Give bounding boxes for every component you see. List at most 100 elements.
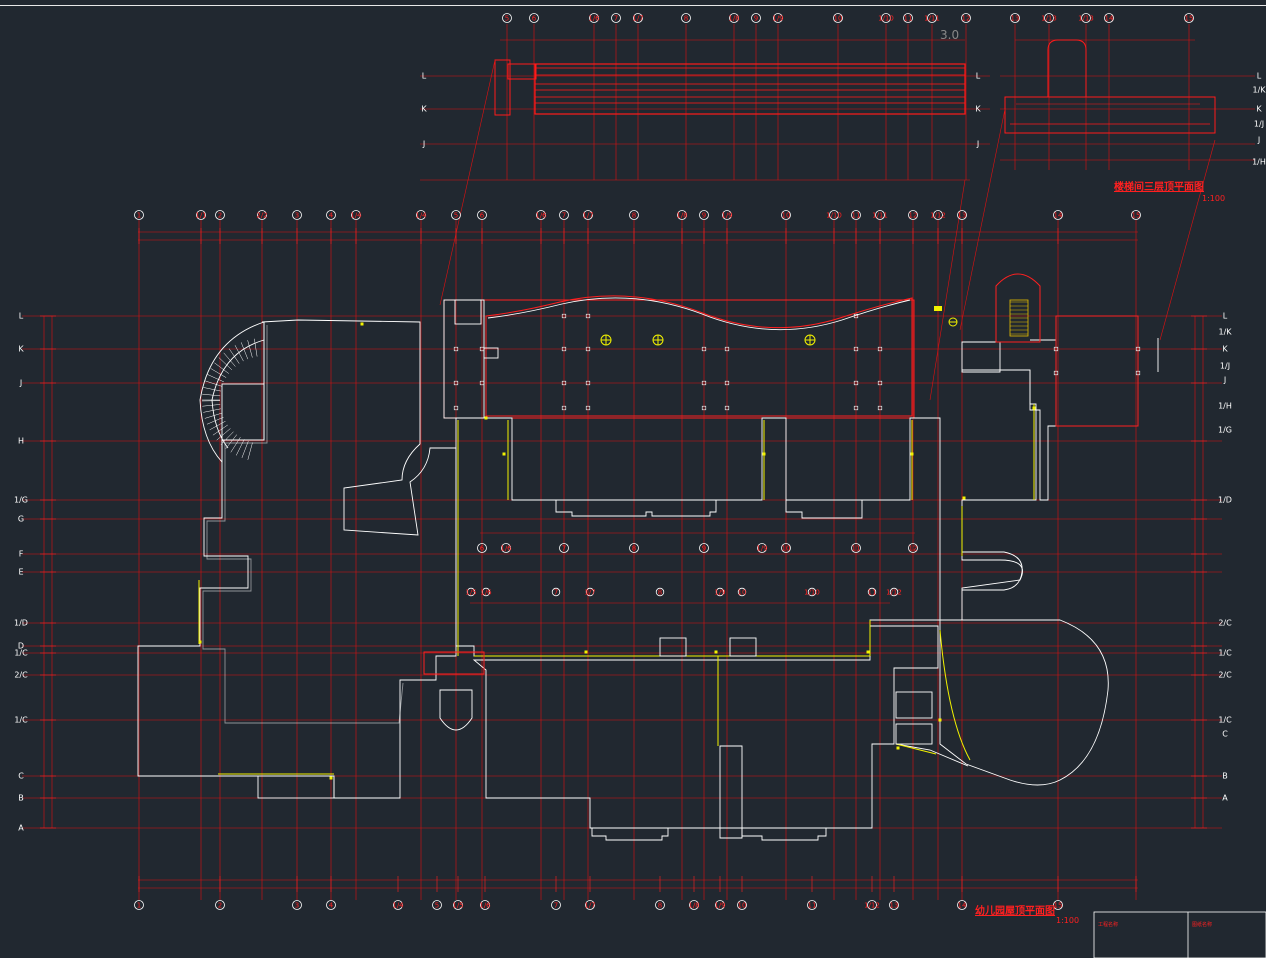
main-axis-bottom-10-label: 8 bbox=[658, 902, 662, 910]
main-axis-bottom-8: 7 bbox=[551, 900, 561, 910]
detail-axis-right-0-label: 13 bbox=[1011, 15, 1020, 23]
detail-row-mid-1: K bbox=[975, 105, 981, 114]
drain bbox=[484, 416, 488, 420]
detail-axis-right-2-label: 1/13 bbox=[1078, 15, 1094, 23]
detail-axis-top-8: 1/9 bbox=[772, 13, 784, 23]
detail-scale: 1:100 bbox=[1202, 194, 1225, 203]
mid-axis-9-label: 1/12 bbox=[886, 589, 902, 597]
main-axis-top-3: 2/2 bbox=[256, 210, 268, 220]
main-axis-bottom-15-label: 1/12 bbox=[864, 902, 880, 910]
drain bbox=[938, 718, 942, 722]
main-axis-top-15: 9 bbox=[699, 210, 709, 220]
column bbox=[561, 346, 567, 352]
mid-axis-3: 1/7 bbox=[584, 587, 596, 597]
detail-mark: 3.0 bbox=[940, 28, 959, 42]
main-axis-top-11-label: 7 bbox=[562, 212, 566, 220]
column bbox=[701, 405, 707, 411]
main-axis-bottom-16-label: 13 bbox=[890, 902, 899, 910]
row-left-6: F bbox=[19, 550, 24, 559]
main-axis-top-8: 5 bbox=[451, 210, 461, 220]
main-axis-top-20-label: 1/11 bbox=[872, 212, 888, 220]
mid-axis-0-label: 1/5 bbox=[465, 589, 476, 597]
row-right-8: 2/C bbox=[1218, 619, 1232, 628]
inner-axis-7-label: 11 bbox=[852, 545, 861, 553]
drain bbox=[866, 650, 870, 654]
mid-axis-5: 1/9 bbox=[714, 587, 726, 597]
stair-tread bbox=[220, 431, 234, 445]
main-axis-top-22-label: 1/12 bbox=[930, 212, 946, 220]
main-axis-top-25: 15 bbox=[1131, 210, 1141, 220]
stair-tread bbox=[241, 441, 249, 459]
main-axis-top-9-label: 6 bbox=[480, 212, 485, 220]
column bbox=[853, 313, 859, 319]
column bbox=[724, 346, 730, 352]
detail-axis-top-5-label: 8 bbox=[684, 15, 688, 23]
main-axis-top-0: 1 bbox=[134, 210, 144, 220]
detail-axis-top-1-label: 6 bbox=[532, 15, 537, 23]
column bbox=[877, 346, 883, 352]
main-axis-top-2: 2 bbox=[215, 210, 225, 220]
title-block-left-label: 工程名称 bbox=[1098, 921, 1118, 928]
inner-axis-8: 12 bbox=[908, 543, 918, 553]
inner-axis-5-label: 1/9 bbox=[756, 545, 767, 553]
stair-tread bbox=[212, 424, 228, 436]
main-axis-top-24-label: 14 bbox=[1054, 212, 1063, 220]
main-axis-bottom-15: 1/12 bbox=[864, 900, 880, 910]
column bbox=[453, 346, 459, 352]
stair-tread bbox=[207, 374, 225, 383]
stair-tread bbox=[209, 420, 226, 431]
mid-axis-7-label: 1/10 bbox=[804, 589, 820, 597]
column bbox=[453, 380, 459, 386]
detail-axis-right-1-label: 1/13 bbox=[1041, 15, 1057, 23]
row-left-8: 1/D bbox=[14, 619, 28, 628]
stair-tread bbox=[223, 352, 236, 367]
row-right-9: 1/C bbox=[1218, 649, 1232, 658]
detail-axis-top-7: 9 bbox=[751, 13, 761, 23]
mid-axis-1-label: 1/6 bbox=[480, 589, 492, 597]
courtyard-columns bbox=[453, 313, 1141, 411]
detail-axis-top-9-label: 10 bbox=[834, 15, 843, 23]
detail-axis-top-13-label: 12 bbox=[962, 15, 971, 23]
stair-tread bbox=[247, 340, 253, 358]
main-axis-bottom-5-label: 5 bbox=[435, 902, 439, 910]
detail-axis-right-4: 15 bbox=[1184, 13, 1194, 23]
main-axis-bottom-1-label: 2 bbox=[218, 902, 222, 910]
detail-row-right-3: 1/J bbox=[1254, 120, 1264, 129]
dimension-texts bbox=[40, 228, 1207, 892]
main-axis-bottom-5: 5 bbox=[432, 900, 442, 910]
column bbox=[585, 380, 591, 386]
main-axis-top-12-label: 1/7 bbox=[582, 212, 593, 220]
row-left-4: 1/G bbox=[14, 496, 28, 505]
stair-tread bbox=[204, 380, 223, 387]
detail-title: 楼梯间三层顶平面图 bbox=[1114, 180, 1204, 193]
row-right-1: 1/K bbox=[1218, 328, 1232, 337]
detail-row-left-0: L bbox=[422, 72, 427, 81]
mid-axis-2: 7 bbox=[551, 587, 561, 597]
drain-points bbox=[198, 322, 1036, 780]
main-axis-bottom-9: 1/7 bbox=[584, 900, 596, 910]
detail-axis-top-3: 7 bbox=[611, 13, 621, 23]
main-axis-top-10-label: 1/6 bbox=[535, 212, 547, 220]
mid-axis-2-label: 7 bbox=[554, 589, 558, 597]
main-axis-bottom-11: 1/8 bbox=[688, 900, 700, 910]
main-axis-top-4: 3 bbox=[292, 210, 302, 220]
stair-tread bbox=[214, 362, 229, 374]
column bbox=[561, 313, 567, 319]
drain bbox=[896, 746, 900, 750]
detail-axis-right-1: 1/13 bbox=[1041, 13, 1057, 23]
mid-axis-9: 1/12 bbox=[886, 587, 902, 597]
column bbox=[561, 380, 567, 386]
row-right-2: K bbox=[1222, 345, 1228, 354]
main-axis-top-18: 1/10 bbox=[826, 210, 842, 220]
mid-axis-6-label: 10 bbox=[738, 589, 747, 597]
drain bbox=[714, 650, 718, 654]
main-axis-bottom-3-label: 4 bbox=[329, 902, 334, 910]
main-axis-top-13: 8 bbox=[629, 210, 639, 220]
row-left-14: B bbox=[18, 794, 24, 803]
column bbox=[1135, 346, 1141, 352]
main-axis-top-8-label: 5 bbox=[454, 212, 458, 220]
mid-axis-8: 11 bbox=[868, 587, 876, 597]
main-axis-top-23-label: 13 bbox=[958, 212, 967, 220]
